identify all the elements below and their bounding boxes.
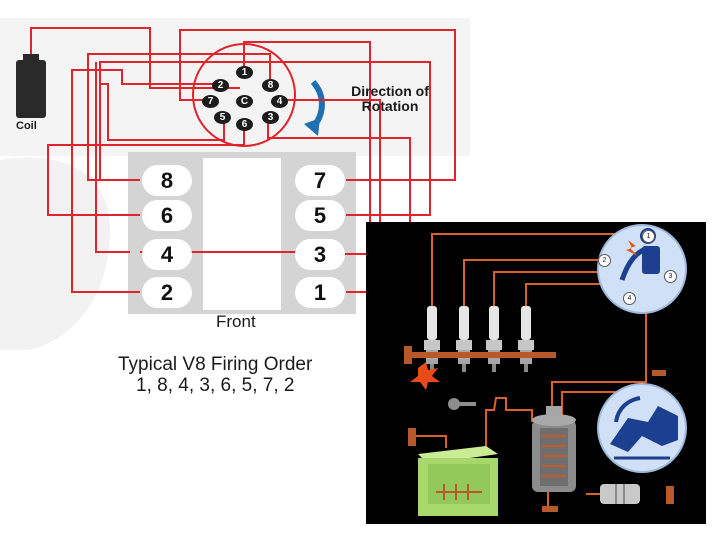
distributor-terminal-8: 8 [262, 79, 279, 92]
spark-burst-icon [626, 240, 638, 256]
cylinder-right-4: 1 [295, 277, 345, 308]
wire-plug-1 [431, 233, 648, 308]
wire-coil-high-tension [551, 282, 647, 408]
cylinder-right-1: 7 [295, 165, 345, 196]
wire-cylinder-8 [87, 53, 271, 181]
cylinder-right-3: 3 [295, 239, 345, 270]
ground-symbol-condenser [666, 486, 674, 504]
ignition-terminal-4: 4 [623, 292, 636, 305]
ground-symbol-distributor [652, 370, 666, 376]
breaker-arrow-icon [614, 396, 641, 423]
rotor-cam [642, 246, 660, 274]
ignition-key-head [448, 398, 460, 410]
engine-valley [203, 158, 281, 310]
cylinder-right-2: 5 [295, 200, 345, 231]
distributor-terminal-4: 4 [271, 95, 288, 108]
wire-plug-2 [463, 259, 604, 308]
distributor-terminal-1: 1 [236, 66, 253, 79]
ignition-terminal-3: 3 [664, 270, 677, 283]
cylinder-left-4: 2 [142, 277, 192, 308]
cylinder-left-3: 4 [142, 239, 192, 270]
wire-cylinder-1 [243, 41, 371, 293]
ground-rail [412, 352, 556, 358]
front-label: Front [216, 312, 256, 331]
distributor-terminal-2: 2 [212, 79, 229, 92]
distributor-center-terminal: C [236, 95, 253, 108]
wire-cylinder-2 [71, 69, 222, 293]
wire-cylinder-7 [179, 29, 456, 181]
ground-symbol-battery [408, 428, 416, 446]
ignition-system-diagram [366, 222, 706, 524]
firing-order-sequence: 1, 8, 4, 3, 6, 5, 7, 2 [136, 375, 295, 396]
wire-battery-coil [485, 397, 533, 454]
distributor-terminal-5: 5 [214, 111, 231, 124]
diagram-wash [0, 157, 110, 350]
distributor-terminal-3: 3 [262, 111, 279, 124]
breaker-points-icon [610, 406, 678, 452]
firing-order-title: Typical V8 Firing Order [118, 354, 313, 375]
ignition-terminal-2: 2 [598, 254, 611, 267]
ignition-terminal-1: 1 [642, 230, 655, 243]
wire-cylinder-5 [99, 61, 431, 216]
rotation-label: Direction of Rotation [351, 83, 429, 114]
ground-symbol-left [404, 346, 412, 364]
plug-wires [30, 27, 456, 293]
rotation-arrowhead-icon [304, 118, 320, 136]
coil-top [23, 54, 39, 62]
cylinder-left-2: 6 [142, 200, 192, 231]
spark-flash-icon [410, 362, 440, 390]
wire-battery-ground [414, 435, 447, 448]
ignition-coil [532, 406, 576, 492]
condenser [600, 484, 640, 504]
cylinder-left-1: 8 [142, 165, 192, 196]
wire-cylinder-6 [47, 128, 245, 216]
ground-symbol-coil [542, 506, 558, 512]
coil-label: Coil [16, 120, 37, 132]
battery [418, 446, 498, 516]
distributor-terminal-6: 6 [236, 118, 253, 131]
distributor-terminal-7: 7 [202, 95, 219, 108]
coil-body [16, 60, 46, 118]
